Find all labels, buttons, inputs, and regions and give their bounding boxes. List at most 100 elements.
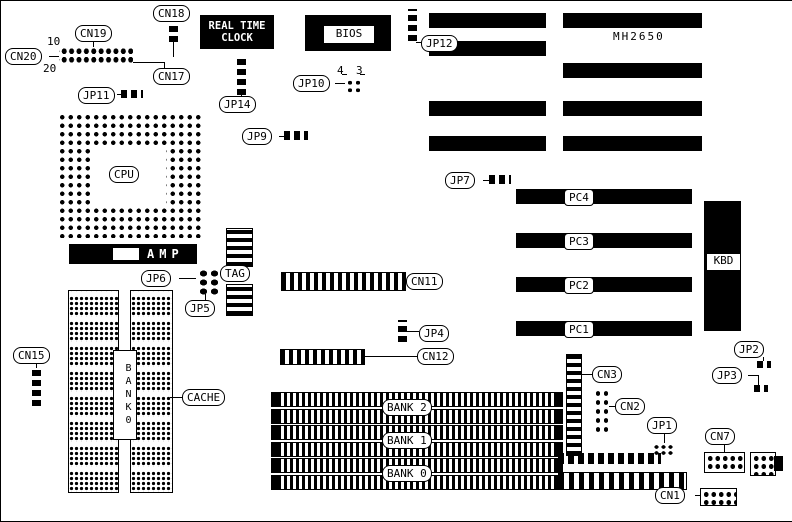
corner-connector-tab bbox=[774, 456, 783, 471]
corner-connector bbox=[750, 452, 776, 476]
wire bbox=[179, 278, 196, 279]
board-model: MH2650 bbox=[613, 30, 665, 43]
label-jp12: JP12 bbox=[421, 35, 458, 52]
label-cn11: CN11 bbox=[406, 273, 443, 290]
jumper-jp2 bbox=[757, 361, 771, 368]
label-cn15: CN15 bbox=[13, 347, 50, 364]
wire bbox=[664, 433, 665, 443]
jumper-jp14 bbox=[237, 59, 246, 95]
isa-slot-segment bbox=[429, 13, 546, 28]
isa-slot-segment bbox=[429, 41, 546, 56]
jumper-jp9 bbox=[284, 131, 308, 140]
jumper-jp3 bbox=[754, 385, 768, 392]
pin-header-cn17-cn20 bbox=[59, 46, 133, 63]
pci-slot-pc3 bbox=[516, 233, 692, 248]
wire bbox=[403, 281, 407, 282]
rtc-label-line2: CLOCK bbox=[221, 32, 253, 44]
bottom-pin-header bbox=[558, 453, 661, 464]
label-cn20: CN20 bbox=[5, 48, 42, 65]
wire bbox=[117, 94, 121, 95]
connector-cn15 bbox=[32, 368, 41, 406]
isa-slot-segment bbox=[429, 136, 546, 151]
label-cn19: CN19 bbox=[75, 25, 112, 42]
label-jp14: JP14 bbox=[219, 96, 256, 113]
jumper-jp1 bbox=[652, 443, 674, 455]
wire bbox=[763, 357, 764, 361]
bank2-label: BANK 2 bbox=[382, 399, 432, 416]
cache-chip-column bbox=[68, 290, 119, 493]
wire bbox=[483, 180, 489, 181]
wire bbox=[279, 136, 284, 137]
wire bbox=[36, 363, 37, 368]
tag-chip bbox=[226, 228, 253, 267]
connector-cn18 bbox=[169, 24, 178, 42]
jumper-jp7 bbox=[489, 175, 511, 184]
pci-label-pc2: PC2 bbox=[564, 277, 594, 294]
rtc-chip: REAL TIME CLOCK bbox=[200, 15, 274, 49]
wire bbox=[93, 41, 94, 47]
jumper-jp5-jp6 bbox=[196, 268, 219, 295]
wire bbox=[609, 406, 615, 407]
amp-label: AMP bbox=[147, 247, 184, 261]
pci-slot-pc4 bbox=[516, 189, 692, 204]
wire bbox=[133, 62, 165, 63]
connector-cn12 bbox=[280, 349, 365, 365]
wire bbox=[342, 74, 347, 75]
label-jp1: JP1 bbox=[647, 417, 677, 434]
connector-cn3 bbox=[566, 354, 582, 456]
bank1-label: BANK 1 bbox=[382, 432, 432, 449]
isa-slot-segment bbox=[563, 63, 702, 78]
label-cn12: CN12 bbox=[417, 348, 454, 365]
wire bbox=[416, 42, 421, 43]
label-jp7: JP7 bbox=[445, 172, 475, 189]
label-cache: CACHE bbox=[182, 389, 226, 406]
label-jp5: JP5 bbox=[185, 300, 215, 317]
jumper-jp10 bbox=[345, 78, 362, 93]
label-cn18: CN18 bbox=[153, 5, 190, 22]
pin4-marker: 4 bbox=[337, 64, 344, 77]
wire bbox=[579, 374, 592, 375]
wire bbox=[406, 331, 419, 332]
pin3-marker: 3 bbox=[356, 64, 363, 77]
label-cn1: CN1 bbox=[655, 487, 685, 504]
cpu-label: CPU bbox=[109, 166, 139, 183]
wire bbox=[362, 356, 417, 357]
jumper-jp12 bbox=[408, 9, 417, 41]
pin20-marker: 20 bbox=[43, 62, 57, 75]
bank0-label: BANK 0 bbox=[382, 465, 432, 482]
wire bbox=[241, 94, 242, 97]
wire bbox=[173, 41, 174, 57]
wire bbox=[748, 375, 758, 376]
label-cn7: CN7 bbox=[705, 428, 735, 445]
isa-slot-segment bbox=[563, 136, 702, 151]
connector-cn11 bbox=[281, 272, 406, 291]
wire bbox=[335, 83, 345, 84]
wire bbox=[205, 294, 206, 300]
amp-window bbox=[113, 248, 139, 260]
pci-label-pc1: PC1 bbox=[564, 321, 594, 338]
isa-slot-segment bbox=[563, 13, 702, 28]
pci-slot-pc1 bbox=[516, 321, 692, 336]
jumper-jp4 bbox=[398, 320, 407, 342]
pin10-marker: 10 bbox=[47, 35, 61, 48]
label-jp4: JP4 bbox=[419, 325, 449, 342]
wire bbox=[695, 495, 700, 496]
label-jp2: JP2 bbox=[734, 341, 764, 358]
connector-cn2 bbox=[593, 388, 610, 433]
wire bbox=[724, 444, 725, 452]
connector-cn1 bbox=[700, 488, 737, 506]
jumper-jp11 bbox=[121, 90, 143, 98]
label-jp3: JP3 bbox=[712, 367, 742, 384]
tag-chip bbox=[226, 284, 253, 316]
bios-label: BIOS bbox=[323, 25, 375, 44]
pci-label-pc3: PC3 bbox=[564, 233, 594, 250]
label-jp6: JP6 bbox=[141, 270, 171, 287]
connector-cn7 bbox=[704, 452, 745, 473]
pci-slot-pc2 bbox=[516, 277, 692, 292]
pci-label-pc4: PC4 bbox=[564, 189, 594, 206]
wire bbox=[360, 74, 365, 75]
wire bbox=[49, 56, 59, 57]
wire bbox=[758, 375, 759, 385]
label-jp9: JP9 bbox=[242, 128, 272, 145]
label-cn3: CN3 bbox=[592, 366, 622, 383]
